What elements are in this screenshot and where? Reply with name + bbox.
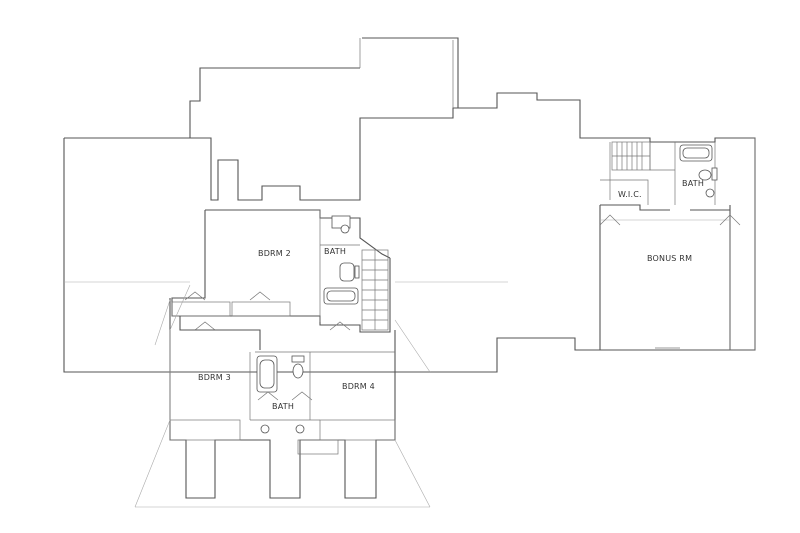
bonus-stairs (611, 141, 651, 171)
main-stairs (361, 249, 389, 331)
bonus-bath-fixtures (679, 144, 718, 198)
upper-bath-fixtures (323, 262, 360, 305)
bonus-openings (599, 214, 741, 349)
hall-closets (171, 291, 351, 331)
label-wic: W.I.C. (618, 190, 642, 199)
label-bonus-room: BONUS RM (647, 254, 692, 263)
label-bdrm-4: BDRM 4 (342, 382, 375, 391)
label-bdrm-3: BDRM 3 (198, 373, 231, 382)
roof-hips (134, 284, 431, 508)
label-bath-bonus: BATH (682, 179, 704, 188)
bedroom-2-walls (171, 209, 391, 333)
label-bdrm-2: BDRM 2 (258, 249, 291, 258)
roof-outline (63, 37, 756, 373)
label-bath-upper: BATH (324, 247, 346, 256)
bonus-wing-walls (599, 138, 756, 351)
lower-bath-fixtures (256, 355, 313, 434)
label-bath-lower: BATH (272, 402, 294, 411)
lower-wing-walls (169, 298, 396, 499)
